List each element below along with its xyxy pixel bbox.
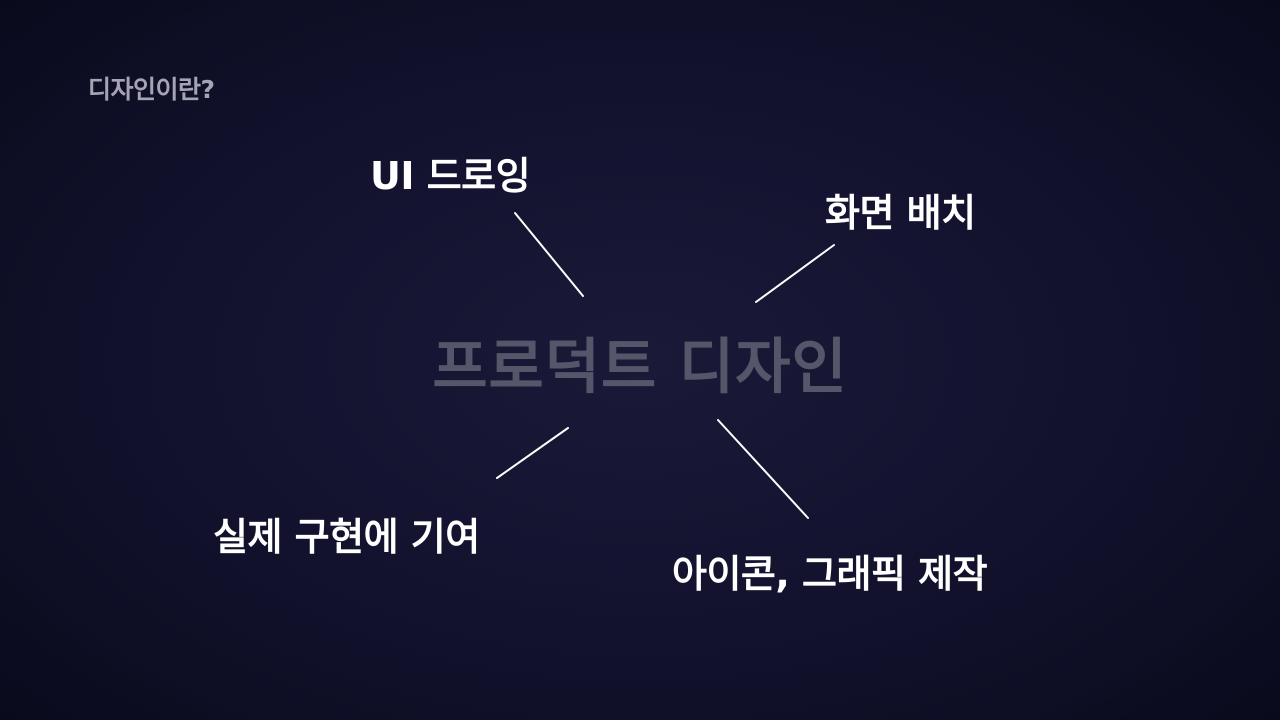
branch-implementation: 실제 구현에 기여 xyxy=(213,515,480,559)
connector-ui-drawing xyxy=(514,212,584,297)
center-topic: 프로덕트 디자인 xyxy=(432,332,848,403)
branch-ui-drawing: UI 드로잉 xyxy=(370,154,531,198)
branch-layout: 화면 배치 xyxy=(825,191,976,235)
branch-icons-graphics: 아이콘, 그래픽 제작 xyxy=(672,552,988,596)
connector-implementation xyxy=(496,427,569,479)
connector-layout xyxy=(755,244,835,303)
connector-icons xyxy=(717,419,809,519)
slide-heading: 디자인이란? xyxy=(88,75,215,104)
